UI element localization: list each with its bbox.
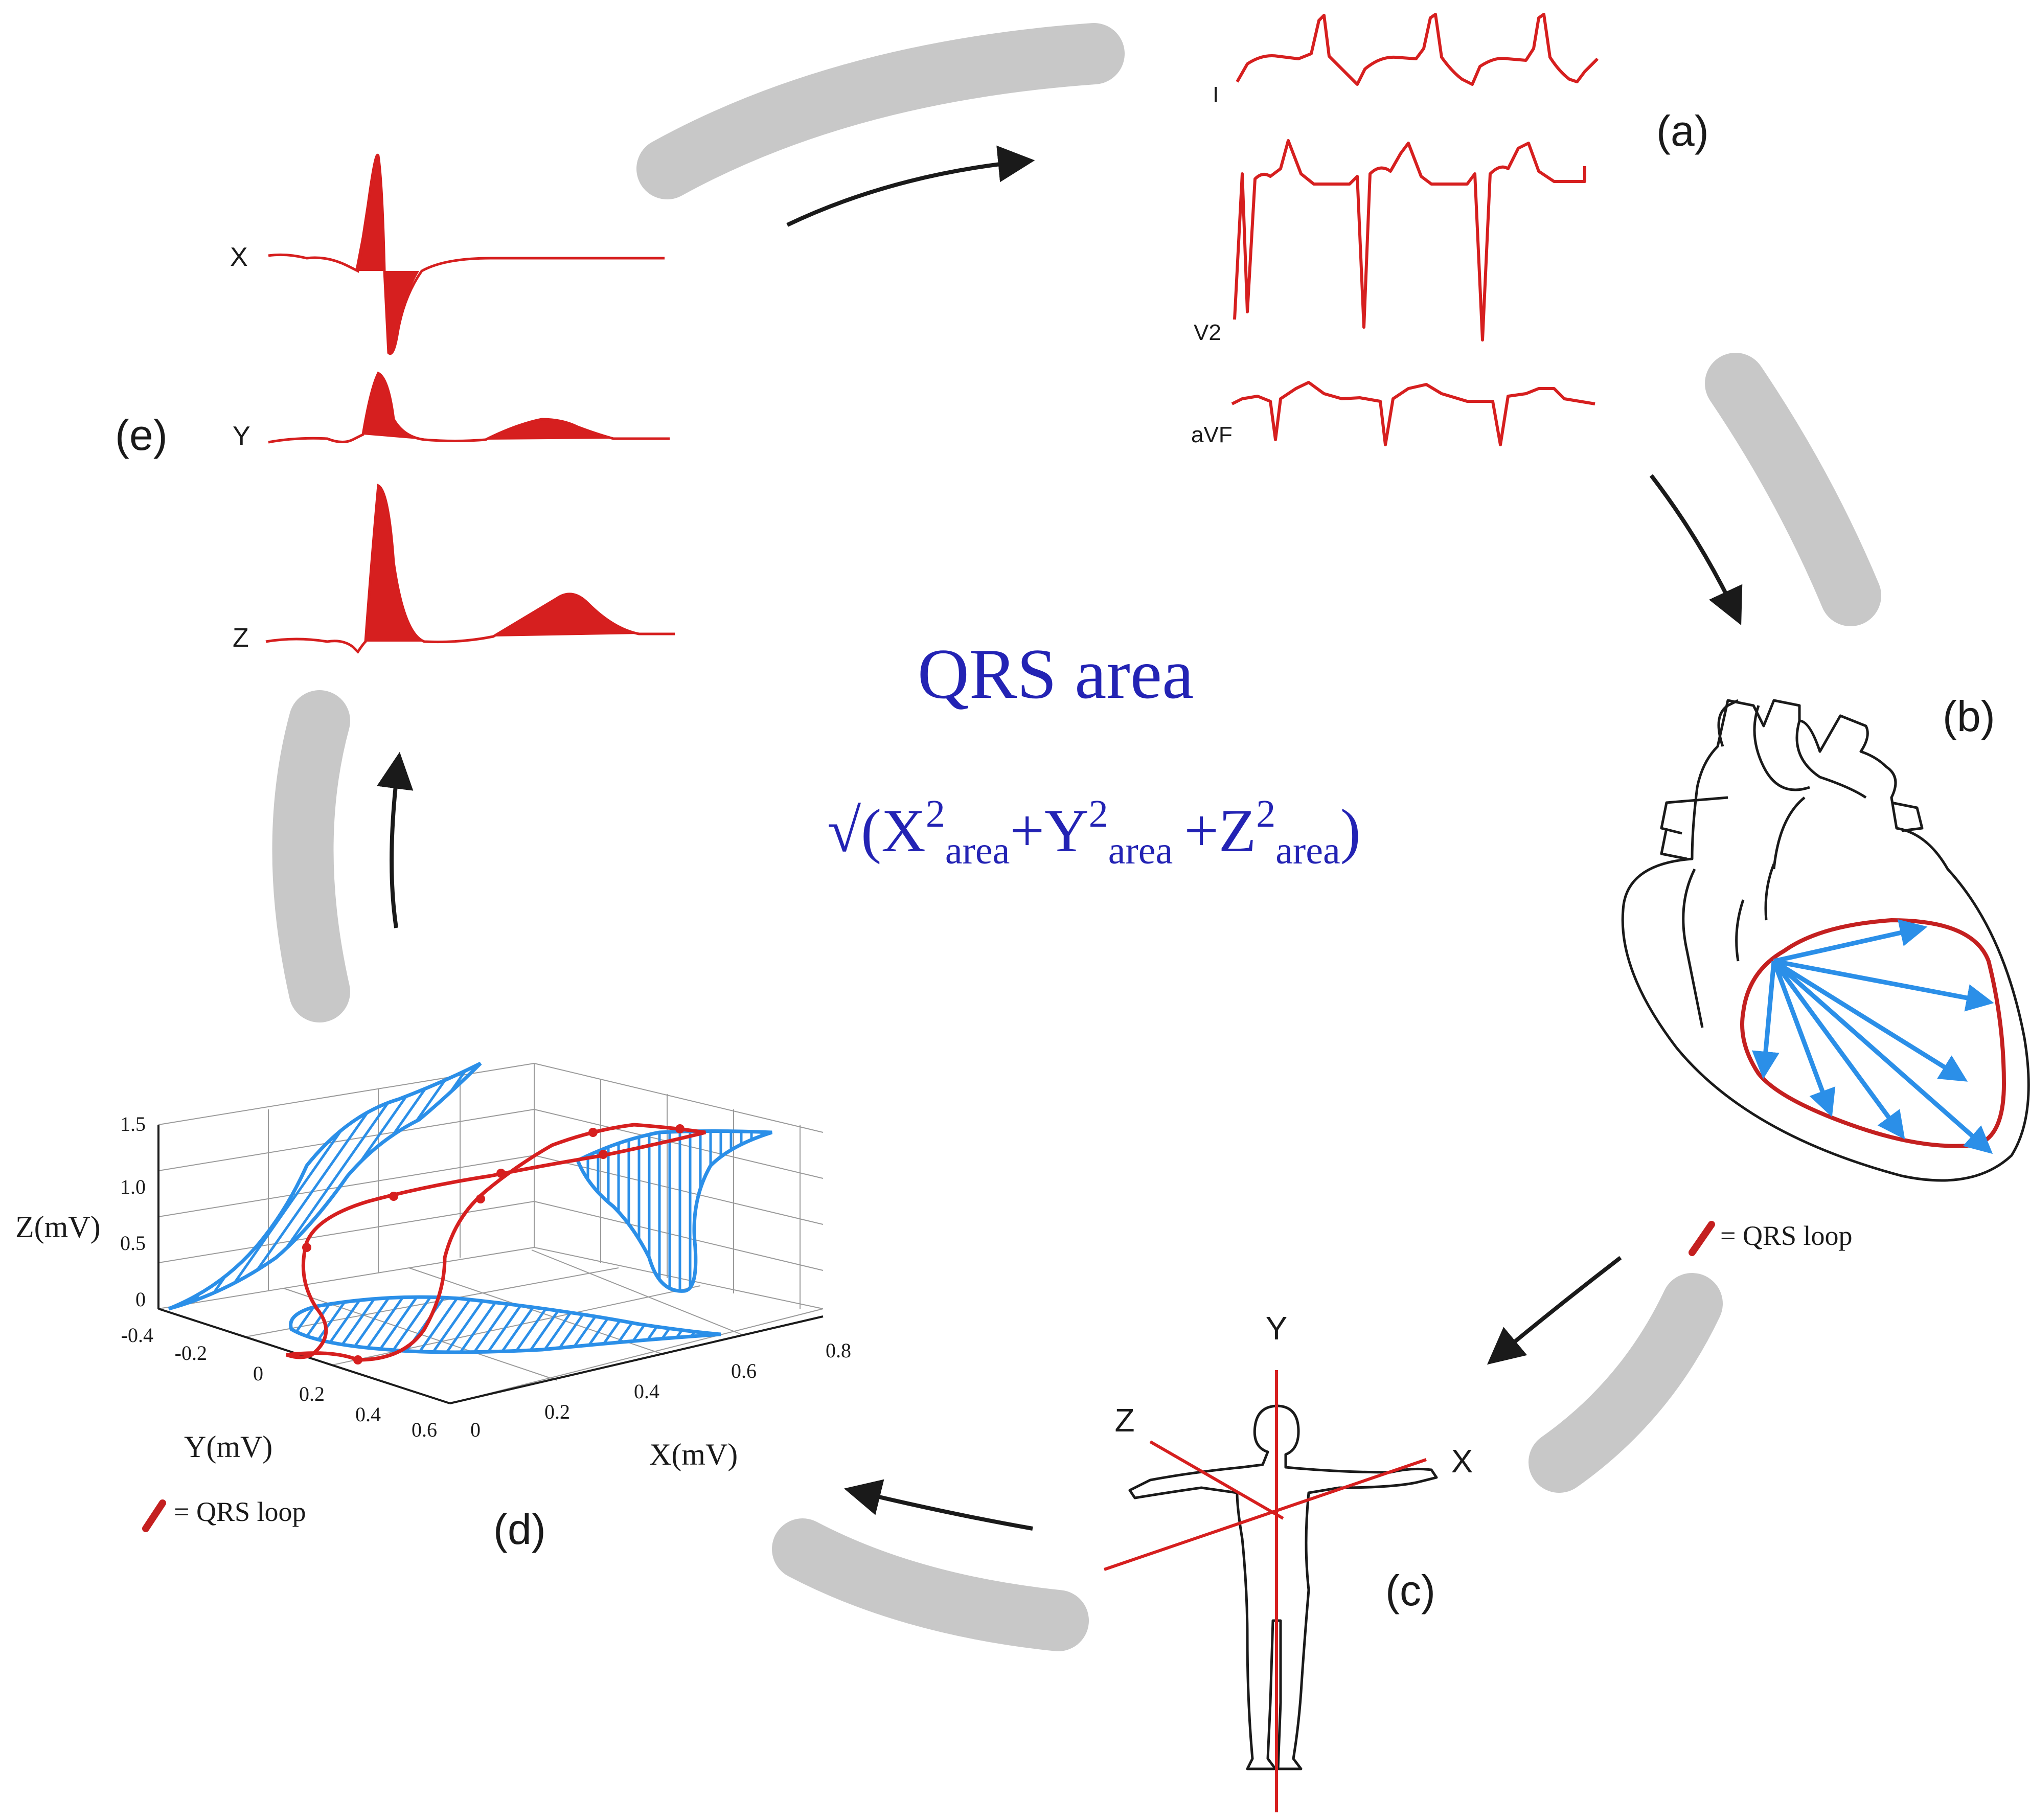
panel-c-body: Y Z X (c)	[1104, 1310, 1473, 1812]
projection-yz	[168, 1061, 482, 1311]
panel-e-xyz-leads: X Y Z (e)	[115, 153, 675, 654]
panel-a-label: (a)	[1656, 107, 1709, 155]
svg-text:0.6: 0.6	[731, 1359, 757, 1382]
lead-y-trace	[268, 371, 670, 444]
qrs-loop-direction-marks	[302, 1124, 685, 1364]
panel-d-label: (d)	[493, 1505, 546, 1553]
lead-x-trace	[268, 153, 665, 355]
panel-b-heart: (b) = QRS loop	[1621, 692, 2030, 1256]
cycle-arcs	[272, 23, 1881, 1651]
y-axis-ticks: -0.4 -0.2 0 0.2 0.4 0.6	[121, 1324, 437, 1441]
arrow-a-to-b	[1649, 474, 1743, 626]
center-title: QRS area	[918, 634, 1194, 714]
arrow-b-to-c	[1487, 1256, 1622, 1365]
lead-x-area	[355, 155, 419, 354]
arrow-e-to-a	[786, 145, 1035, 227]
z-axis-ticks: 1.5 1.0 0.5 0	[120, 1112, 146, 1311]
body-axes	[1104, 1370, 1427, 1812]
projection-xy	[289, 1295, 721, 1354]
svg-text:0: 0	[135, 1288, 146, 1311]
z-axis-label: Z(mV)	[15, 1210, 101, 1244]
lead-label-y: Y	[233, 421, 250, 451]
lead-z-area	[366, 486, 639, 642]
svg-text:0: 0	[253, 1362, 263, 1385]
body-outline	[1128, 1404, 1438, 1770]
center-text: QRS area √(X2area+Y2area+Z2area)	[827, 634, 1360, 872]
arc-top	[636, 23, 1125, 199]
panel-b-label: (b)	[1943, 692, 1995, 740]
ecg-trace-lead-avf	[1231, 381, 1595, 446]
axis-z-line	[1149, 1440, 1284, 1520]
panel-c-label: (c)	[1385, 1566, 1435, 1614]
svg-text:0.2: 0.2	[299, 1382, 325, 1405]
legend-text-d: = QRS loop	[174, 1496, 306, 1527]
legend-swatch-b	[1689, 1221, 1715, 1256]
qrs-loop-heart	[1740, 918, 2006, 1148]
lead-y-area	[363, 373, 613, 440]
flow-arrows	[376, 145, 1743, 1531]
ecg-trace-lead-i	[1236, 13, 1599, 86]
lead-z-trace	[265, 484, 675, 654]
panel-d-3d-plot: 1.5 1.0 0.5 0 Z(mV) -0.4 -0.2 0 0.2 0.4 …	[15, 1061, 851, 1553]
svg-text:0.4: 0.4	[355, 1403, 381, 1426]
legend-text-b: = QRS loop	[1720, 1220, 1853, 1251]
svg-text:0.8: 0.8	[826, 1339, 851, 1362]
lead-label-avf: aVF	[1191, 422, 1233, 447]
x-axis-ticks: 0 0.2 0.4 0.6 0.8	[470, 1339, 851, 1441]
legend-swatch-d	[142, 1499, 166, 1532]
arrow-c-to-d	[844, 1479, 1033, 1531]
lead-label-v2: V2	[1194, 320, 1221, 345]
svg-text:0.5: 0.5	[120, 1232, 146, 1255]
svg-text:-0.2: -0.2	[175, 1341, 207, 1364]
lead-label-i: I	[1213, 82, 1219, 107]
lead-label-x: X	[230, 242, 248, 272]
svg-text:0.4: 0.4	[634, 1380, 659, 1403]
panel-e-label: (e)	[115, 411, 168, 459]
panel-a-ecg: I V2 aVF (a)	[1191, 13, 1709, 447]
arc-left	[272, 690, 350, 1022]
depolarization-vectors	[1752, 919, 1994, 1154]
arc-right	[1705, 353, 1881, 626]
svg-text:0: 0	[470, 1418, 481, 1441]
axis-label-y: Y	[1266, 1310, 1288, 1347]
svg-text:1.5: 1.5	[120, 1112, 146, 1135]
ecg-trace-lead-v2	[1233, 139, 1586, 342]
lead-label-z: Z	[233, 623, 249, 653]
y-axis-label: Y(mV)	[184, 1430, 272, 1464]
axis-label-x: X	[1451, 1443, 1473, 1480]
axis-x-line	[1104, 1458, 1427, 1571]
projection-xz	[575, 1129, 773, 1293]
axis-label-z: Z	[1114, 1402, 1134, 1439]
svg-text:0.2: 0.2	[544, 1400, 570, 1423]
svg-text:1.0: 1.0	[120, 1175, 146, 1198]
heart-outline	[1621, 699, 2030, 1182]
x-axis-label: X(mV)	[649, 1438, 738, 1471]
arc-bottom	[772, 1518, 1089, 1651]
svg-text:-0.4: -0.4	[121, 1324, 153, 1347]
arc-lower-right	[1529, 1273, 1723, 1493]
svg-text:0.6: 0.6	[412, 1418, 437, 1441]
arrow-d-to-e	[376, 752, 414, 928]
center-formula: √(X2area+Y2area+Z2area)	[827, 792, 1360, 872]
